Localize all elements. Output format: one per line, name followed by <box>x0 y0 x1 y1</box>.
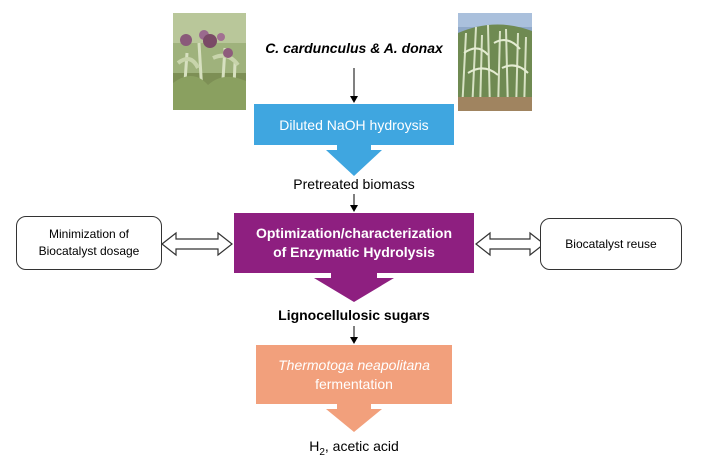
pretreated-biomass-label: Pretreated biomass <box>293 176 415 192</box>
arrow-pretreated-to-step2 <box>350 194 358 212</box>
biocatalyst-reuse-box: Biocatalyst reuse <box>540 218 682 270</box>
product-h: H <box>309 438 320 454</box>
minimization-line1: Minimization of <box>48 227 130 241</box>
step2-chevron <box>314 272 394 302</box>
feedstock-title: C. cardunculus & A. donax <box>265 40 443 56</box>
arrow-title-to-step1 <box>350 68 358 103</box>
arrow-sugars-to-step3 <box>350 326 358 344</box>
step3-line2: fermentation <box>315 375 393 392</box>
minimization-box: Minimization of Biocatalyst dosage <box>16 216 162 270</box>
step1-chevron <box>326 144 382 176</box>
biocatalyst-reuse-label: Biocatalyst reuse <box>565 236 657 251</box>
product-rest: , acetic acid <box>324 438 399 454</box>
step2-line1: Optimization/characterization <box>255 225 453 241</box>
lignocellulosic-sugars-label: Lignocellulosic sugars <box>278 307 430 323</box>
step3-line1: Thermotoga neapolitana <box>278 356 430 373</box>
giant-reed-photo <box>458 13 532 111</box>
double-arrow-left-icon <box>161 231 233 257</box>
artichoke-thistle-photo <box>173 13 246 110</box>
step2-line2: of Enzymatic Hydrolysis <box>273 244 435 260</box>
minimization-line2: Biocatalyst dosage <box>38 244 140 258</box>
step1-box: Diluted NaOH hydroysis <box>254 104 454 145</box>
product-label: H2, acetic acid <box>254 438 454 458</box>
step1-label: Diluted NaOH hydroysis <box>279 116 429 133</box>
product-subscript: 2 <box>319 446 325 458</box>
double-arrow-right-icon <box>475 231 545 257</box>
step3-chevron <box>326 403 382 432</box>
step2-box: Optimization/characterization of Enzymat… <box>234 213 474 273</box>
step3-box: Thermotoga neapolitana fermentation <box>256 345 452 404</box>
